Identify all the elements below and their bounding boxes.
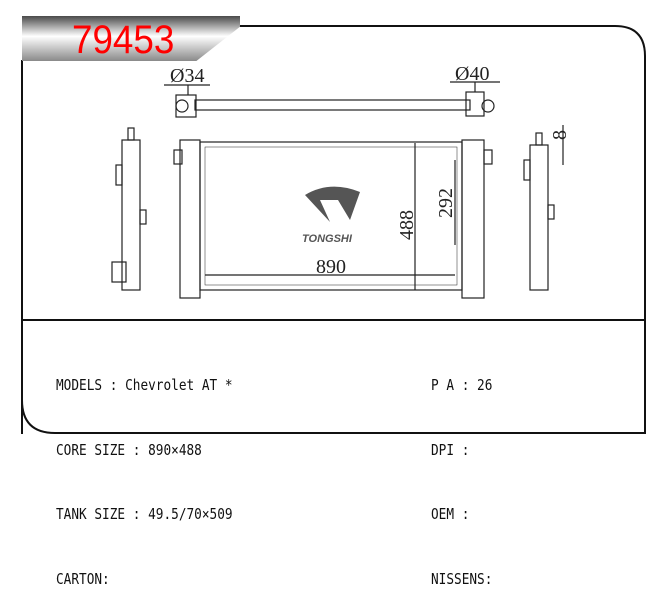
side-view-right (523, 125, 564, 291)
nissens-line: NISSENS: (431, 569, 493, 588)
dpi-line: DPI : (431, 440, 470, 459)
side-view-left (111, 127, 147, 291)
specs-left: MODELS : Chevrolet AT * CORE SIZE : 890×… (56, 332, 233, 612)
outlet-diameter-label: Ø40 (455, 63, 489, 85)
pa-line: P A : 26 (431, 376, 493, 394)
front-view (173, 139, 493, 299)
part-number-tab (22, 16, 240, 61)
tank-size-line: TANK SIZE : 49.5/70×509 (56, 505, 233, 523)
core-size-line: CORE SIZE : 890×488 (56, 440, 202, 459)
carton-line: CARTON: (56, 569, 110, 588)
radiator-drawing: Ø34 Ø40 890 488 292 TONGSHI 8 (21, 25, 646, 434)
specs-right: P A : 26 DPI : OEM : NISSENS: (431, 332, 492, 612)
inlet-diameter-label: Ø34 (170, 65, 204, 87)
models-line: MODELS : Chevrolet AT * (56, 376, 233, 394)
top-view (164, 81, 500, 118)
side-dimension: 8 (549, 130, 571, 140)
part-number: 79453 (72, 18, 175, 62)
tongshi-logo: TONGSHI (302, 186, 360, 245)
height-dimension: 488 (396, 210, 418, 240)
oem-line: OEM : (431, 505, 470, 523)
tank-dimension: 292 (435, 188, 457, 218)
width-dimension: 890 (316, 256, 346, 278)
svg-text:TONGSHI: TONGSHI (302, 233, 353, 245)
